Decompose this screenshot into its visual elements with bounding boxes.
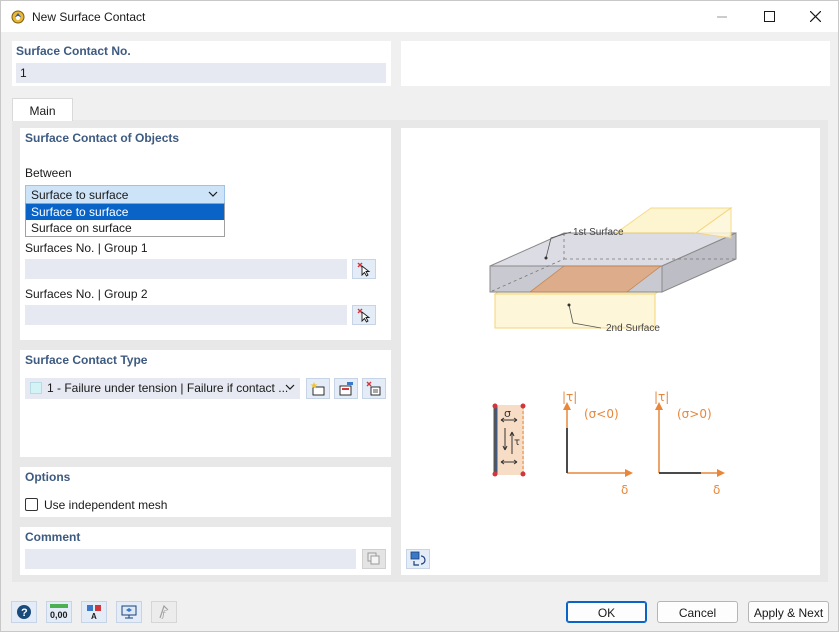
- pick-contact-type-button[interactable]: [362, 378, 386, 399]
- cancel-button[interactable]: Cancel: [657, 601, 738, 623]
- comment-title: Comment: [25, 530, 81, 544]
- formula-icon: f: [159, 604, 169, 620]
- window-title: New Surface Contact: [32, 10, 146, 24]
- app-icon: [11, 10, 25, 24]
- comment-library-button[interactable]: [362, 549, 386, 569]
- group2-label: Surfaces No. | Group 2: [25, 287, 148, 301]
- between-options-list: Surface to surface Surface on surface: [25, 203, 225, 237]
- options-panel: Options: [20, 467, 391, 517]
- contact-type-title: Surface Contact Type: [25, 353, 148, 367]
- copy-icon: [367, 552, 380, 565]
- graph2-tau-label: |τ|: [654, 390, 669, 404]
- minimize-icon: [717, 16, 727, 17]
- illustration-view-button[interactable]: [406, 549, 430, 569]
- graph1-condition-label: (σ<0): [584, 407, 619, 421]
- edit-item-icon: [339, 381, 353, 395]
- maximize-button[interactable]: [746, 1, 792, 32]
- comment-panel: Comment: [20, 527, 391, 575]
- options-title: Options: [25, 470, 71, 484]
- independent-mesh-checkbox[interactable]: [25, 498, 38, 511]
- independent-mesh-label[interactable]: Use independent mesh: [44, 498, 168, 512]
- new-item-icon: [310, 381, 325, 395]
- contact-area: [528, 265, 663, 293]
- between-label: Between: [25, 166, 72, 180]
- display-settings-button[interactable]: A: [81, 601, 107, 623]
- graph1-tau-label: |τ|: [562, 390, 577, 404]
- edit-contact-type-button[interactable]: [334, 378, 358, 399]
- contact-number-field[interactable]: 1: [16, 63, 386, 83]
- close-icon: [809, 11, 821, 22]
- svg-text:?: ?: [21, 607, 28, 619]
- decimal-units-icon: 0,00: [50, 604, 68, 620]
- monitor-icon: [121, 605, 137, 619]
- comment-field[interactable]: [25, 549, 356, 569]
- apply-next-button[interactable]: Apply & Next: [748, 601, 829, 623]
- units-button[interactable]: 0,00: [46, 601, 72, 623]
- svg-text:f: f: [161, 610, 167, 620]
- pick-cursor-icon: [357, 308, 371, 323]
- tab-main[interactable]: Main: [12, 98, 73, 121]
- second-surface-label: 2nd Surface: [606, 323, 660, 334]
- group1-field[interactable]: [25, 259, 347, 279]
- group1-pick-button[interactable]: [352, 259, 376, 279]
- ok-button[interactable]: OK: [566, 601, 647, 623]
- formula-button[interactable]: f: [151, 601, 177, 623]
- pick-item-icon: [366, 381, 381, 395]
- between-option-surface-on-surface[interactable]: Surface on surface: [31, 221, 132, 235]
- view-toggle-icon: [410, 551, 426, 566]
- second-surface-upper: [614, 207, 733, 239]
- contact-illustration: 1st Surface 2nd Surface σ τ: [489, 207, 737, 497]
- group2-field[interactable]: [25, 305, 347, 325]
- svg-text:A: A: [91, 612, 97, 620]
- group1-label: Surfaces No. | Group 1: [25, 241, 148, 255]
- contact-type-panel: Surface Contact Type: [20, 350, 391, 457]
- title-bar: New Surface Contact: [1, 1, 838, 32]
- section-sketch: σ τ: [492, 403, 526, 477]
- contact-number-panel: Surface Contact No. 1: [12, 41, 391, 86]
- graph2-condition-label: (σ>0): [677, 407, 712, 421]
- sigma-symbol: σ: [504, 407, 511, 420]
- graph-tension: |τ| (σ>0) δ: [654, 390, 725, 497]
- contact-type-select[interactable]: 1 - Failure under tension | Failure if c…: [25, 378, 300, 399]
- close-button[interactable]: [792, 1, 838, 32]
- pick-cursor-icon: [357, 262, 371, 277]
- help-button[interactable]: ?: [11, 601, 37, 623]
- first-surface-label: 1st Surface: [573, 227, 624, 238]
- between-selected-value: Surface to surface: [31, 188, 129, 202]
- objects-title: Surface Contact of Objects: [25, 131, 180, 145]
- graph1-delta-label: δ: [621, 483, 628, 497]
- contact-type-selected: 1 - Failure under tension | Failure if c…: [47, 381, 289, 395]
- contact-number-label: Surface Contact No.: [16, 44, 131, 58]
- maximize-icon: [763, 11, 775, 22]
- illustration-panel: 1st Surface 2nd Surface σ τ: [401, 128, 820, 575]
- view-model-button[interactable]: [116, 601, 142, 623]
- new-contact-type-button[interactable]: [306, 378, 330, 399]
- units-value: 0,00: [50, 610, 68, 620]
- tau-symbol: τ: [514, 437, 520, 448]
- between-option-surface-to-surface[interactable]: Surface to surface: [26, 204, 224, 220]
- minimize-button[interactable]: [699, 1, 745, 32]
- chevron-down-icon: [285, 384, 295, 390]
- display-settings-icon: A: [87, 605, 101, 620]
- group2-pick-button[interactable]: [352, 305, 376, 325]
- chevron-down-icon: [208, 191, 218, 197]
- graph2-delta-label: δ: [713, 483, 720, 497]
- between-select[interactable]: Surface to surface: [25, 185, 225, 204]
- graph-compression: |τ| (σ<0) δ: [562, 390, 633, 497]
- name-panel[interactable]: [401, 41, 830, 86]
- help-icon: ?: [17, 605, 31, 619]
- contact-type-color-swatch: [30, 382, 42, 394]
